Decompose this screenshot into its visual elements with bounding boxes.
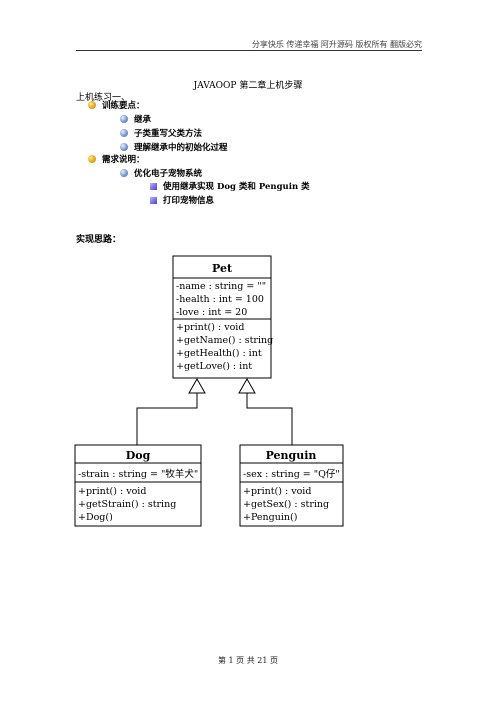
penguin-class-box: Penguin -sex : string = "Q仔" +print() : … <box>239 444 344 527</box>
pet-attribute: -name : string = "" <box>176 281 266 292</box>
outline-subitem: 使用继承实现 Dog 类和 Penguin 类 <box>150 180 310 192</box>
pet-attribute: -love : int = 20 <box>176 307 247 318</box>
pet-method: +getHealth() : int <box>176 348 262 359</box>
blue-bullet-icon <box>120 115 128 123</box>
penguin-class-name: Penguin <box>266 449 317 462</box>
penguin-method: +getSex() : string <box>243 499 329 510</box>
pet-class-box: Pet -name : string = "" -health : int = … <box>172 255 273 379</box>
page-footer: 第 1 页 共 21 页 <box>218 656 278 665</box>
dog-method: +getStrain() : string <box>78 499 176 510</box>
outline-item: 继承 <box>120 113 151 125</box>
outline-item: 优化电子宠物系统 <box>120 167 202 179</box>
blue-bullet-icon <box>120 143 128 151</box>
inheritance-connector-dog <box>136 377 206 445</box>
section-title: 实现思路： <box>76 235 122 245</box>
pet-class-name: Pet <box>212 262 233 275</box>
penguin-method: +print() : void <box>243 486 311 497</box>
header-divider <box>76 50 422 51</box>
blue-bullet-icon <box>120 169 128 177</box>
dog-method: +Dog() <box>78 512 113 523</box>
dog-method: +print() : void <box>78 486 146 497</box>
generalization-arrow-icon <box>188 377 206 394</box>
purple-square-bullet-icon <box>150 196 157 204</box>
outline-subitem: 打印宠物信息 <box>150 194 214 206</box>
page-header: 分享快乐 传递幸福 阿升源码 版权所有 翻版必究 <box>251 40 422 49</box>
dog-attribute: -strain : string = "牧羊犬" <box>78 468 198 480</box>
purple-square-bullet-icon <box>150 182 157 190</box>
outline-item: 理解继承中的初始化过程 <box>120 141 228 153</box>
dog-class-name: Dog <box>126 449 151 462</box>
exercise-label: 上机练习一、 <box>76 93 131 103</box>
document-title: JAVAOOP 第二章上机步骤 <box>193 81 303 91</box>
orange-bullet-icon <box>88 101 96 109</box>
generalization-arrow-icon <box>238 377 256 394</box>
penguin-attribute: -sex : string = "Q仔" <box>243 468 340 480</box>
inheritance-connector-penguin <box>238 377 293 445</box>
pet-attribute: -health : int = 100 <box>176 294 264 305</box>
training-points-heading: 训练要点： <box>88 99 145 111</box>
requirements-heading: 需求说明： <box>88 153 145 165</box>
penguin-method: +Penguin() <box>243 512 297 523</box>
orange-bullet-icon <box>88 155 96 163</box>
blue-bullet-icon <box>120 129 128 137</box>
pet-method: +getName() : string <box>176 335 273 346</box>
pet-method: +getLove() : int <box>176 361 252 372</box>
dog-class-box: Dog -strain : string = "牧羊犬" +print() : … <box>74 444 202 527</box>
outline-item: 子类重写父类方法 <box>120 127 202 139</box>
pet-method: +print() : void <box>176 322 244 333</box>
